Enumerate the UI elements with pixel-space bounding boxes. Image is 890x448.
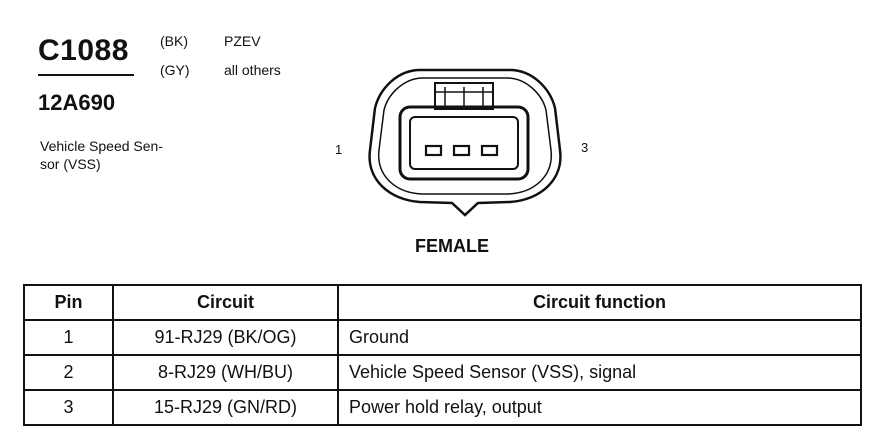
table-header-row: Pin Circuit Circuit function [23,284,862,321]
header-circuit-function: Circuit function [337,284,862,321]
cell-circuit: 91-RJ29 (BK/OG) [112,319,339,356]
pin-label-right: 3 [581,140,589,155]
cell-circuit: 15-RJ29 (GN/RD) [112,389,339,426]
connector-cavity-inner [409,116,519,170]
cell-pin: 2 [23,354,114,391]
connector-outer-housing [368,68,562,217]
color-code-bk: (BK) [160,33,188,49]
table-row: 1 91-RJ29 (BK/OG) Ground [23,319,862,356]
connector-view-label: FEMALE [415,236,489,256]
table-row: 3 15-RJ29 (GN/RD) Power hold relay, outp… [23,389,862,426]
component-name: Vehicle Speed Sen- sor (VSS) [40,137,200,173]
cell-function: Vehicle Speed Sensor (VSS), signal [337,354,862,391]
cell-pin: 1 [23,319,114,356]
component-name-line-1: Vehicle Speed Sen- [40,138,163,154]
cell-pin: 3 [23,389,114,426]
pin-table: Pin Circuit Circuit function 1 91-RJ29 (… [23,284,862,426]
pin-label-left: 1 [335,142,343,157]
connector-cavity-body [398,105,530,181]
color-code-bk-desc: PZEV [224,33,261,49]
terminal-1 [424,144,443,157]
terminal-3 [480,144,499,157]
cell-function: Power hold relay, output [337,389,862,426]
header-circuit: Circuit [112,284,339,321]
color-code-gy: (GY) [160,62,190,78]
part-number: 12A690 [38,90,116,115]
connector-face-diagram [368,68,562,217]
header-pin: Pin [23,284,114,321]
connector-id: C1088 [38,34,129,67]
table-row: 2 8-RJ29 (WH/BU) Vehicle Speed Sensor (V… [23,354,862,391]
connector-id-underline [38,74,134,76]
cell-circuit: 8-RJ29 (WH/BU) [112,354,339,391]
terminal-2 [452,144,471,157]
cell-function: Ground [337,319,862,356]
connector-inner-housing [378,77,552,195]
color-code-gy-desc: all others [224,62,281,78]
component-name-line-2: sor (VSS) [40,156,101,172]
